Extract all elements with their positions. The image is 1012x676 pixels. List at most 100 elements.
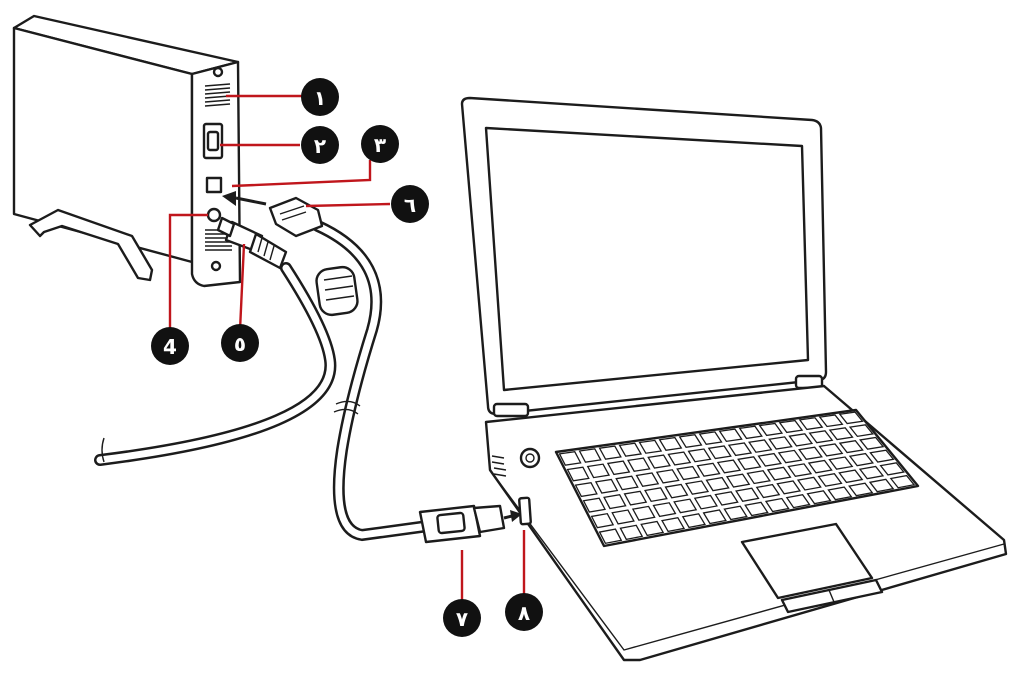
keyboard-key [566,466,590,482]
keyboard-key [716,459,742,474]
usb-cable [268,196,506,544]
keyboard-key [582,497,606,513]
laptop-power-button [519,447,541,469]
keyboard-key [681,513,706,529]
keyboard-key [869,449,895,463]
keyboard-key [748,439,773,453]
keyboard-key [623,490,648,506]
keyboard-key [684,480,710,495]
keyboard-key [879,462,905,476]
keyboard-key [590,512,615,529]
ferrite-bead [315,265,359,317]
usb-a-plug [418,504,506,544]
keyboard-key [598,528,623,545]
keyboard-key [615,475,639,491]
keyboard-key [574,481,598,498]
callout-label-4: 4 [163,335,177,359]
dc-plug [216,216,288,270]
keyboard-key [818,414,844,428]
laptop-screen [484,126,810,392]
callout-5: ٥ [221,324,259,362]
keyboard-key [838,411,864,425]
power-switch [202,122,224,160]
keyboard-key [744,501,769,517]
keyboard-key [714,491,739,506]
keyboard-key [787,463,813,478]
laptop-side-vent [491,455,507,477]
keyboard-key [806,490,832,505]
keyboard-key [655,469,680,484]
keyboard-key [848,424,875,438]
top-vent-grille [204,83,231,107]
leader-line-5 [238,243,246,331]
keyboard-key [558,450,582,466]
keyboard-key [776,480,802,495]
keyboard-key [723,505,748,521]
keyboard-key [827,486,853,501]
keyboard-key [696,462,721,477]
keyboard-key [757,452,782,467]
callout-label-8: ٨ [518,601,530,625]
keyboard-key [619,524,644,541]
keyboard-key [598,445,622,460]
keyboard-key [664,483,689,499]
keyboard-key [859,436,885,450]
keyboard-key [889,474,916,489]
callout-label-3: ٣ [374,133,386,157]
keyboard-key [766,466,792,481]
keyboard-key [667,451,692,466]
callout-label-6: ٦ [404,193,416,217]
usb-b-plug [268,196,324,238]
callout-1: ١ [301,78,339,116]
keyboard-key [727,442,753,457]
keyboard-key [868,478,895,493]
keyboard-key [603,494,627,510]
callout-label-1: ١ [314,86,326,110]
keyboard-key [828,456,854,470]
keyboard-key [778,419,804,434]
keyboard-key [808,430,834,444]
callout-3: ٣ [361,125,399,163]
keyboard-key [687,448,712,463]
keyboard-key [785,493,811,509]
keyboard-key [611,509,635,525]
keyboard-key [725,473,751,488]
keyboard-key [828,427,854,441]
power-cable [94,216,337,466]
keyboard-key [676,465,701,481]
keyboard-key [635,472,660,488]
keyboard-key [698,431,723,446]
keyboard-key [758,422,784,437]
keyboard-key [768,436,793,450]
keyboard-key [678,434,703,448]
keyboard-key [798,417,824,431]
leader-line-6 [305,202,391,208]
callout-8: ٨ [505,593,543,631]
keyboard-key [755,483,781,499]
keyboard-key [718,428,743,443]
keyboard-key [640,520,665,537]
leader-line-3 [231,160,372,188]
keyboard-key [618,442,643,457]
callout-label-5: ٥ [234,332,246,356]
keyboard-key [798,446,823,461]
keyboard-key [848,452,874,467]
callout-2: ٢ [301,126,339,164]
keyboard-key [777,449,803,464]
keyboard-key [673,498,698,514]
keyboard-key [838,440,864,454]
laptop [460,96,1008,662]
keyboard-key [858,465,885,480]
dc-jack [206,207,222,223]
keyboard-key [788,433,814,447]
keyboard-key [818,443,844,457]
keyboard-key [764,497,790,513]
keyboard-key [693,494,718,510]
keyboard-key [817,473,843,487]
keyboard-key [647,454,671,469]
keyboard-key [796,476,822,491]
keyboard-key [707,445,732,460]
keyboard-key [661,516,686,533]
